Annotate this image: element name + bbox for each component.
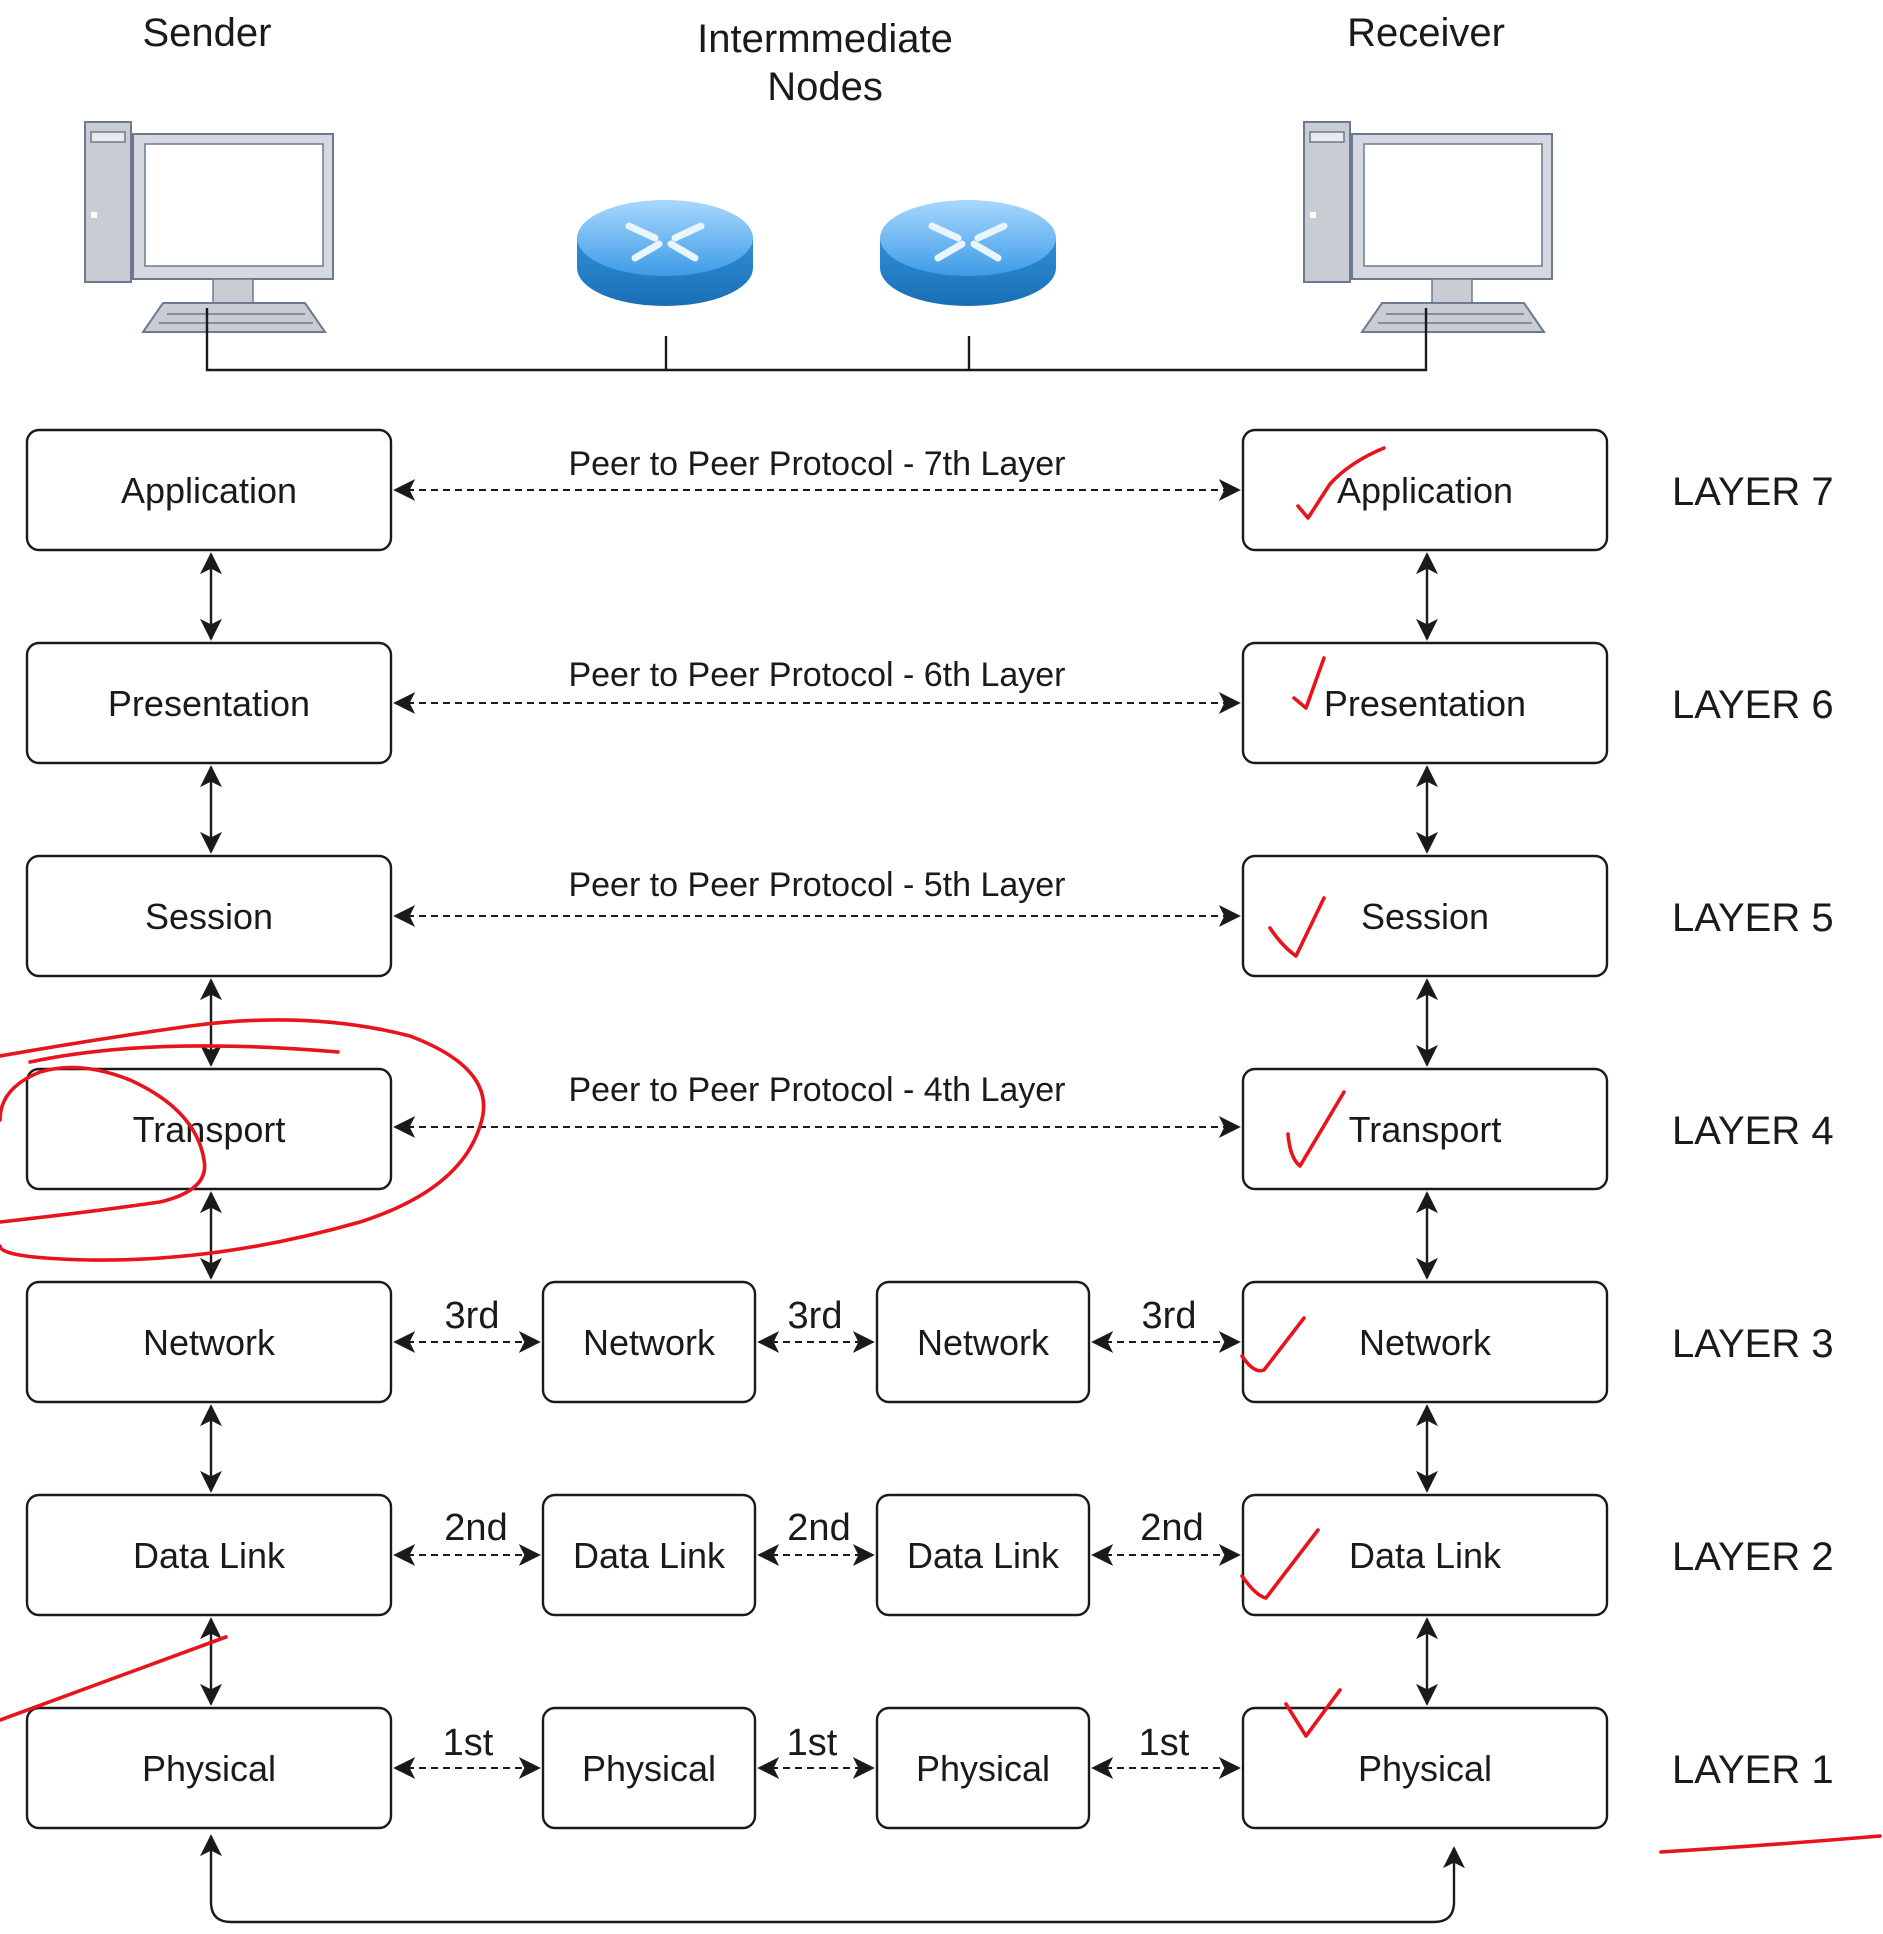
hop-label-1-b: 1st: [787, 1722, 838, 1764]
receiver-transport-box: [1241, 1067, 1609, 1191]
layer-3-label: LAYER 3: [1672, 1322, 1834, 1366]
checkmark-icon: [1286, 1090, 1346, 1168]
node1-datalink-box: [541, 1493, 757, 1617]
node1-datalink-label: Data Link: [573, 1535, 726, 1576]
layer-2-label: LAYER 2: [1672, 1535, 1834, 1579]
hop-label-3-a: 3rd: [445, 1295, 500, 1337]
layer-4-label: LAYER 4: [1672, 1109, 1834, 1153]
checkmark-icon: [1240, 1528, 1320, 1600]
sender-session-box: [25, 854, 393, 978]
sender-session-label: Session: [145, 896, 273, 937]
checkmark-icon: [1240, 1316, 1306, 1373]
sender-presentation-box: [25, 641, 393, 765]
node2-datalink-label: Data Link: [907, 1535, 1060, 1576]
sender-datalink-box: [25, 1493, 393, 1617]
hop-label-1-c: 1st: [1139, 1722, 1190, 1764]
physical-medium-path: [200, 1834, 1465, 1924]
receiver-session-label: Session: [1361, 896, 1489, 937]
receiver-presentation-box: [1241, 641, 1609, 765]
receiver-network-box: [1241, 1280, 1609, 1404]
receiver-physical-box: [1241, 1706, 1609, 1830]
node2-network-box: [875, 1280, 1091, 1404]
hop-label-2-c: 2nd: [1140, 1507, 1203, 1549]
router-icon: [577, 200, 753, 306]
node2-network-label: Network: [917, 1322, 1050, 1363]
peer-protocol-label-6: Peer to Peer Protocol - 6th Layer: [568, 656, 1065, 694]
node2-datalink-box: [875, 1493, 1091, 1617]
receiver-application-box: [1241, 428, 1609, 552]
receiver-session-box: [1241, 854, 1609, 978]
node1-network-box: [541, 1280, 757, 1404]
router-icon: [880, 200, 1056, 306]
intermediate-heading-line1: Intermmediate: [697, 17, 953, 61]
sender-heading: Sender: [143, 11, 272, 55]
receiver-physical-label: Physical: [1358, 1748, 1492, 1789]
peer-protocol-label-7: Peer to Peer Protocol - 7th Layer: [568, 445, 1065, 483]
circle-annotation: [0, 1065, 207, 1224]
node1-network-label: Network: [583, 1322, 716, 1363]
node2-physical-box: [875, 1706, 1091, 1830]
layer-1-label: LAYER 1: [1672, 1748, 1834, 1792]
sender-transport-box: [25, 1067, 393, 1191]
desktop-computer-icon: [84, 121, 334, 333]
checkmark-icon: [1292, 656, 1326, 710]
sender-transport-label: Transport: [133, 1109, 286, 1150]
receiver-presentation-label: Presentation: [1324, 683, 1526, 724]
peer-protocol-label-5: Peer to Peer Protocol - 5th Layer: [568, 866, 1065, 904]
receiver-transport-label: Transport: [1349, 1109, 1502, 1150]
node1-physical-label: Physical: [582, 1748, 716, 1789]
receiver-datalink-box: [1241, 1493, 1609, 1617]
checkmark-icon: [1268, 896, 1326, 958]
layer-5-label: LAYER 5: [1672, 896, 1834, 940]
hop-label-1-a: 1st: [443, 1722, 494, 1764]
desktop-computer-icon: [1303, 121, 1553, 333]
sender-network-box: [25, 1280, 393, 1404]
network-bus-line: [205, 308, 1428, 372]
hop-label-2-a: 2nd: [444, 1507, 507, 1549]
checkmark-icon: [1296, 446, 1386, 520]
node1-physical-box: [541, 1706, 757, 1830]
checkmark-icon: [1284, 1688, 1342, 1738]
layer-7-label: LAYER 7: [1672, 470, 1834, 514]
handwritten-annotations: [0, 446, 1882, 1854]
peer-protocol-label-4: Peer to Peer Protocol - 4th Layer: [568, 1071, 1065, 1109]
receiver-heading: Receiver: [1347, 11, 1505, 55]
sender-application-label: Application: [121, 470, 297, 511]
underline-stroke: [0, 1635, 228, 1722]
sender-physical-box: [25, 1706, 393, 1830]
layer-6-label: LAYER 6: [1672, 683, 1834, 727]
hop-label-2-b: 2nd: [787, 1507, 850, 1549]
hop-label-3-b: 3rd: [788, 1295, 843, 1337]
sender-datalink-label: Data Link: [133, 1535, 286, 1576]
intermediate-heading-line2: Nodes: [767, 65, 883, 109]
underline-stroke: [1659, 1834, 1882, 1854]
sender-application-box: [25, 428, 393, 552]
receiver-network-label: Network: [1359, 1322, 1492, 1363]
circle-annotation: [28, 1044, 340, 1064]
receiver-application-label: Application: [1337, 470, 1513, 511]
sender-network-label: Network: [143, 1322, 276, 1363]
circle-annotation: [0, 1018, 486, 1262]
sender-presentation-label: Presentation: [108, 683, 310, 724]
node2-physical-label: Physical: [916, 1748, 1050, 1789]
hop-label-3-c: 3rd: [1142, 1295, 1197, 1337]
sender-physical-label: Physical: [142, 1748, 276, 1789]
receiver-datalink-label: Data Link: [1349, 1535, 1502, 1576]
